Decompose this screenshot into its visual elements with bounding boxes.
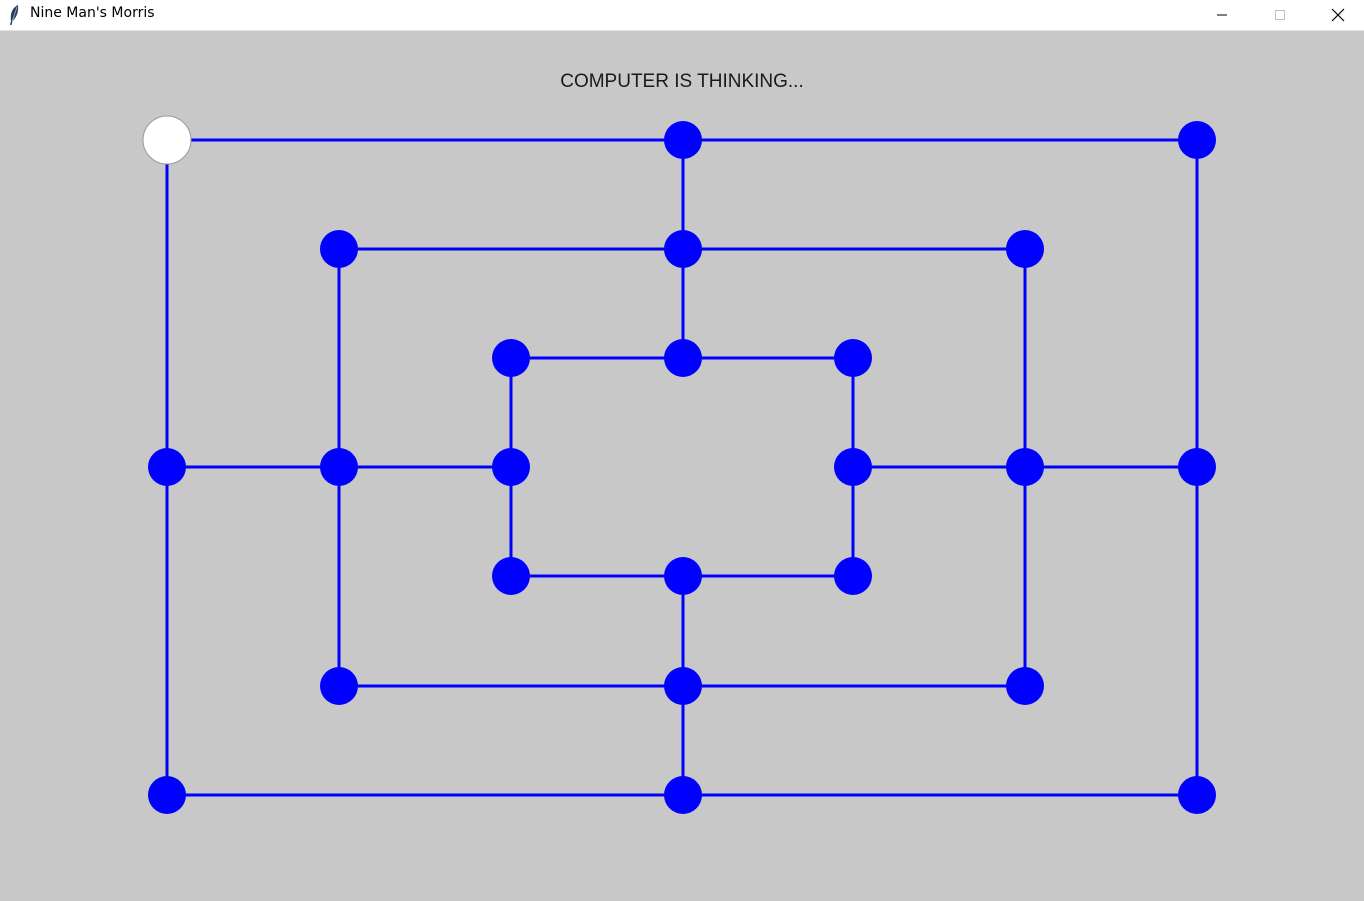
board-point-c4[interactable] — [492, 448, 530, 486]
board-point-d6[interactable] — [664, 230, 702, 268]
board-point-a4[interactable] — [148, 448, 186, 486]
board-point-d1[interactable] — [664, 776, 702, 814]
game-canvas[interactable]: COMPUTER IS THINKING... — [0, 31, 1364, 901]
board-point-b4[interactable] — [320, 448, 358, 486]
board-point-e3[interactable] — [834, 557, 872, 595]
close-button[interactable] — [1309, 0, 1364, 30]
window-title: Nine Man's Morris — [30, 5, 155, 21]
maximize-button[interactable] — [1251, 0, 1309, 30]
status-message: COMPUTER IS THINKING... — [560, 71, 804, 92]
board-point-c3[interactable] — [492, 557, 530, 595]
maximize-icon — [1275, 10, 1285, 20]
feather-icon — [10, 5, 19, 25]
board-point-g4[interactable] — [1178, 448, 1216, 486]
board-point-f4[interactable] — [1006, 448, 1044, 486]
board-point-g1[interactable] — [1178, 776, 1216, 814]
board-point-f6[interactable] — [1006, 230, 1044, 268]
board-point-b6[interactable] — [320, 230, 358, 268]
white-piece-a7[interactable] — [142, 115, 192, 165]
board-point-d5[interactable] — [664, 339, 702, 377]
board-point-b2[interactable] — [320, 667, 358, 705]
board-points — [142, 115, 1216, 814]
minimize-button[interactable] — [1193, 0, 1251, 30]
minimize-icon — [1217, 14, 1227, 16]
close-icon — [1331, 8, 1345, 22]
board-point-d7[interactable] — [664, 121, 702, 159]
morris-board — [142, 115, 1216, 814]
board-point-g7[interactable] — [1178, 121, 1216, 159]
board-point-e4[interactable] — [834, 448, 872, 486]
board-point-d3[interactable] — [664, 557, 702, 595]
board-point-c5[interactable] — [492, 339, 530, 377]
board-point-a1[interactable] — [148, 776, 186, 814]
board-point-e5[interactable] — [834, 339, 872, 377]
title-bar: Nine Man's Morris — [0, 0, 1364, 31]
board-point-d2[interactable] — [664, 667, 702, 705]
board-point-f2[interactable] — [1006, 667, 1044, 705]
